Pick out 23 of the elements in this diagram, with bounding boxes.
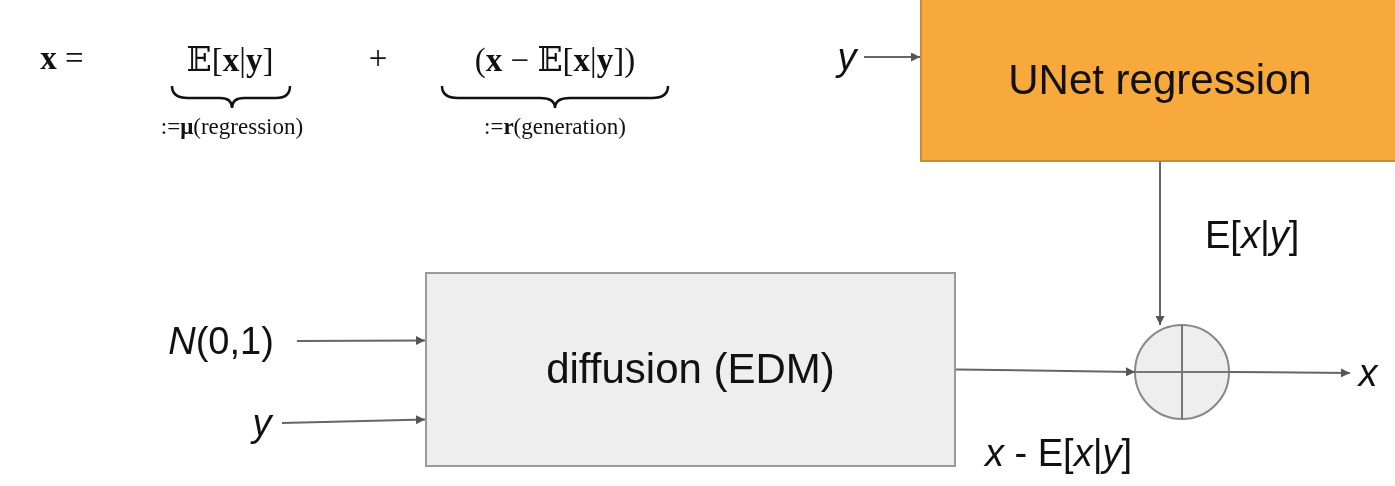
signal-label: N(0,1) (145, 316, 297, 366)
block-label: UNet regression (1008, 54, 1312, 105)
summing-junction (1134, 324, 1230, 420)
signal-label: y (830, 32, 864, 82)
signal-label: y (242, 398, 282, 448)
formula-term: :=r(generation) (484, 114, 626, 140)
arrow (863, 52, 921, 62)
regression-block (920, 0, 1395, 162)
diffusion-block (425, 272, 956, 467)
formula-term: + (368, 40, 388, 77)
arrow (1155, 161, 1165, 326)
arrow (955, 367, 1136, 377)
formula-term: x = (40, 40, 84, 77)
arrow (296, 336, 426, 346)
formula-term: :=μ(regression) (160, 114, 304, 140)
formula-term: 𝔼[x|y] (186, 41, 274, 79)
block-label: diffusion (EDM) (546, 344, 835, 395)
arrow (281, 415, 426, 425)
edge-label: E[x|y] (1205, 214, 1300, 257)
edge-label: x - E[x|y] (985, 432, 1133, 475)
arrow (1228, 368, 1351, 378)
formula-term: (x − 𝔼[x|y]) (474, 41, 636, 79)
signal-label: x (1350, 348, 1386, 398)
